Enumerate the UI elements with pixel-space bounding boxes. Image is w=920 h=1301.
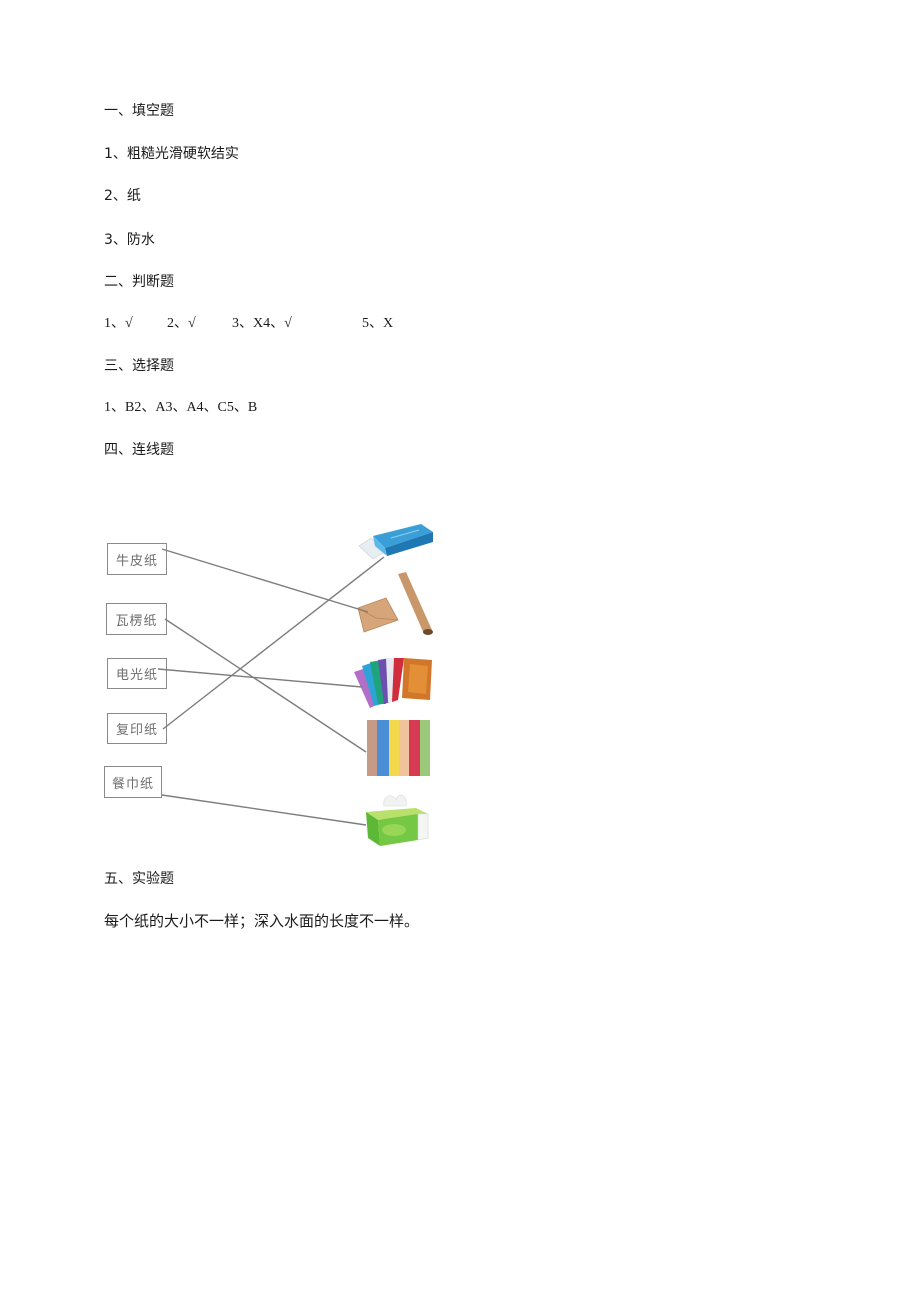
label-corrugated-paper: 瓦楞纸 [106, 603, 167, 635]
line-kraft [161, 548, 369, 613]
line-corrugated [164, 618, 367, 753]
foil-paper-image [354, 658, 432, 708]
copy-paper-ream-image [358, 524, 433, 560]
kraft-paper-image [357, 572, 433, 635]
fill-blank-answer-2: 2、纸 [104, 188, 141, 204]
true-false-answer-5: 5、X [362, 316, 394, 331]
true-false-answer-3-4: 3、X4、√ [232, 316, 292, 331]
fill-blank-answer-3: 3、防水 [104, 232, 155, 248]
label-kraft-paper: 牛皮纸 [107, 543, 167, 575]
line-napkin [161, 794, 367, 826]
multiple-choice-answers: 1、B2、A3、A4、C5、B [104, 400, 258, 415]
true-false-answer-1: 1、√ [104, 316, 133, 331]
label-foil-paper: 电光纸 [107, 658, 167, 689]
fill-blank-answer-1: 1、粗糙光滑硬软结实 [104, 146, 239, 162]
label-napkin-paper: 餐巾纸 [104, 766, 162, 798]
line-copy [162, 556, 385, 730]
experiment-answer: 每个纸的大小不一样；深入水面的长度不一样。 [104, 912, 420, 930]
corrugated-paper-image [367, 720, 430, 776]
experiment-heading: 五、实验题 [104, 871, 174, 887]
tissue-box-image [366, 794, 429, 846]
matching-heading: 四、连线题 [104, 442, 174, 458]
true-false-answer-2: 2、√ [167, 316, 196, 331]
true-false-heading: 二、判断题 [104, 274, 174, 290]
multiple-choice-heading: 三、选择题 [104, 358, 174, 374]
fill-blank-heading: 一、填空题 [104, 103, 174, 119]
line-foil [157, 668, 363, 688]
label-copy-paper: 复印纸 [107, 713, 167, 744]
